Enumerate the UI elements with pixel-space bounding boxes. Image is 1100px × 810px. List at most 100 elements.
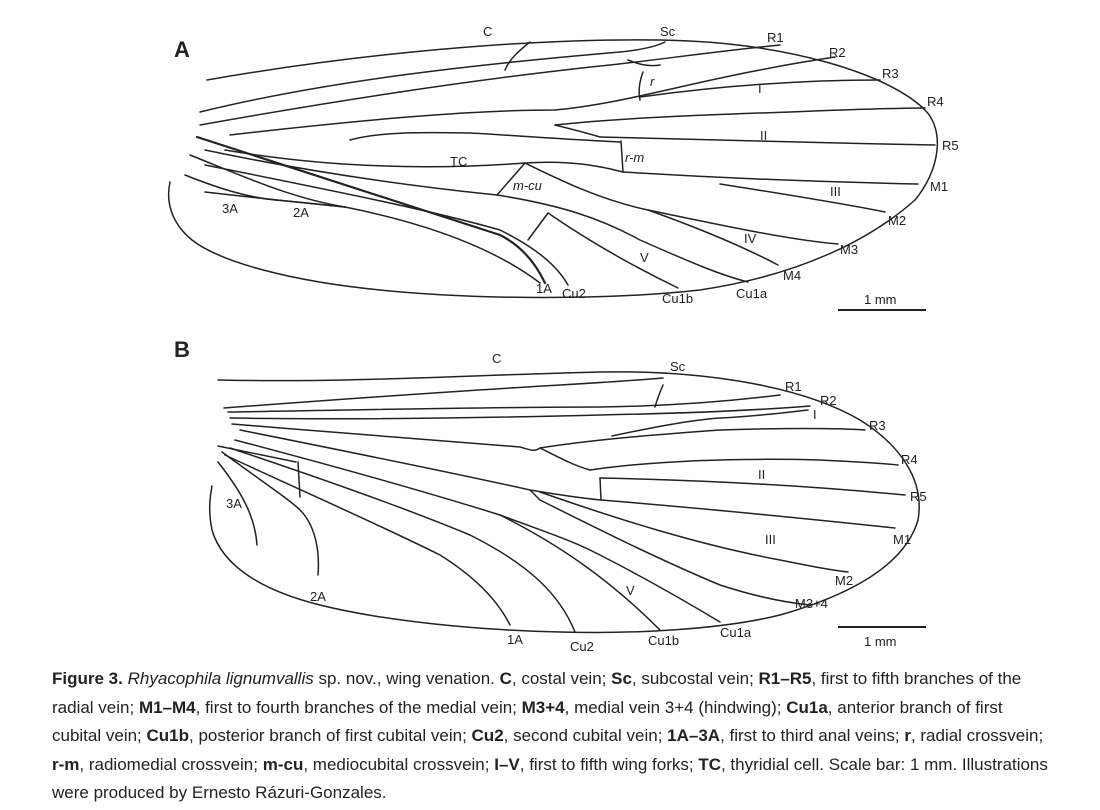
panel-a-label: A [174,37,190,62]
caption-term-abbr: r-m [52,754,80,774]
hindwing-label-2a: 2A [310,589,326,604]
forewing-cu1b-vein [547,212,679,289]
wing-venation-figure: A C S [167,24,959,654]
forewing-2a-vein [189,154,346,208]
forewing-label-cu1a: Cu1a [736,286,768,301]
caption-term-desc: , second cubital vein; [503,726,668,745]
caption-term-desc: , first to fourth branches of the medial… [195,697,522,717]
forewing-label-r2: R2 [829,45,846,60]
caption-term-desc: , first to third anal veins; [720,726,905,745]
forewing-label-r1: R1 [767,30,784,45]
forewing-r-stem [229,56,836,136]
forewing-label-mcu: m-cu [513,178,542,193]
forewing-label-1a: 1A [536,281,552,296]
forewing-label-cu1b: Cu1b [662,291,693,306]
forewing-r-crossvein-top [627,59,661,67]
hindwing-r-crossvein [611,409,809,437]
hindwing-label-r5: R5 [910,489,927,504]
forewing-r-crossvein [638,71,644,101]
hindwing-scale-label: 1 mm [864,634,897,649]
forewing-rs-base [554,124,601,138]
hindwing-cu2-vein [229,447,576,633]
forewing-label-r4: R4 [927,94,944,109]
forewing-cu-stem [204,149,498,196]
forewing-label-r3: R3 [882,66,899,81]
hindwing-label-m2: M2 [835,573,853,588]
hindwing-1a-vein [224,454,511,626]
caption-term-desc: , radiomedial crossvein; [79,754,263,774]
hindwing-label-c: C [492,351,501,366]
forewing-cu1a-vein [496,194,749,283]
forewing-label-iv: IV [744,231,757,246]
hindwing-label-m1: M1 [893,532,911,547]
caption-term-abbr: r [904,726,911,745]
caption-term-abbr: M1–M4 [138,697,196,717]
caption-term-abbr: R1–R5 [758,669,812,688]
hindwing-label-3a: 3A [226,496,242,511]
forewing-mcu-crossvein [496,162,526,196]
caption-term-desc: , anterior branch of first cubital vein; [52,697,1003,746]
forewing-label-sc: Sc [660,24,676,39]
forewing-1a-vein [195,135,547,285]
hindwing-label-r4: R4 [901,452,918,467]
hindwing-label-v: V [626,583,635,598]
hindwing-cu1a-vein [589,549,721,623]
forewing-label-m1: M1 [930,179,948,194]
caption-term-desc: , posterior branch of first cubital vein… [189,726,472,745]
forewing-label-2a: 2A [293,205,309,220]
caption-term-abbr: I–V [494,754,520,774]
caption-term-desc: , thyridial cell. [720,754,829,774]
forewing-outline [167,39,938,299]
hindwing-label-r2: R2 [820,393,837,408]
figure-caption: Figure 3. Rhyacophila lignumvallis sp. n… [52,665,1052,808]
caption-term-desc: , subcostal vein; [631,669,759,688]
caption-term-abbr: m-cu [262,754,304,774]
forewing-label-iii: III [830,184,841,199]
caption-species-name: Rhyacophila lignumvallis [127,669,314,688]
hindwing-label-iii: III [765,532,776,547]
forewing-label-m2: M2 [888,213,906,228]
hindwing-label-r1: R1 [785,379,802,394]
forewing-label-c: C [483,24,492,39]
hindwing-anal-crossvein [297,461,301,498]
hindwing-r2-vein [229,405,811,420]
forewing-label-ii: II [760,128,767,143]
hindwing-outline [208,371,920,634]
forewing-2a-basal [204,191,541,284]
forewing-sc-crossvein [504,41,531,71]
caption-figure-label: Figure 3. [52,669,123,688]
forewing-label-3a: 3A [222,201,238,216]
forewing-label-r5: R5 [942,138,959,153]
hindwing-m1-vein [600,499,896,529]
hindwing-r5-vein [599,477,906,496]
hindwing-anal-base [217,445,297,463]
hindwing-r3-vein [539,427,866,449]
hindwing-label-ii: II [758,467,765,482]
hindwing-cu-stem [234,439,591,551]
caption-term-desc: , first to fifth wing forks; [519,754,699,774]
hindwing-cu1b-vein [499,514,661,631]
caption-term-desc: , costal vein; [511,669,612,688]
hindwing-label-m34: M3+4 [795,596,828,611]
hindwing-label-cu1a: Cu1a [720,625,752,640]
forewing-panel: A C S [167,24,959,311]
hindwing-label-sc: Sc [670,359,686,374]
caption-species-suffix: sp. nov., wing venation. [313,669,500,688]
hindwing-label-1a: 1A [507,632,523,647]
hindwing-r1-vein [227,394,781,413]
caption-term-abbr: TC [698,754,721,774]
forewing-label-i: I [758,81,762,96]
hindwing-m2-vein [539,491,849,573]
hindwing-label-cu1b: Cu1b [648,633,679,648]
forewing-sc-vein [199,41,666,113]
hindwing-rs-stem [231,423,541,451]
forewing-label-r: r [650,74,655,89]
hindwing-panel: B C Sc [174,337,927,654]
forewing-m1-vein [622,171,919,185]
hindwing-rs-base [539,447,591,471]
hindwing-r4-vein [589,458,899,471]
hindwing-sc-crossvein [654,384,664,408]
hindwing-label-r3: R3 [869,418,886,433]
forewing-label-m3: M3 [840,242,858,257]
hindwing-rm-crossvein [599,477,602,501]
